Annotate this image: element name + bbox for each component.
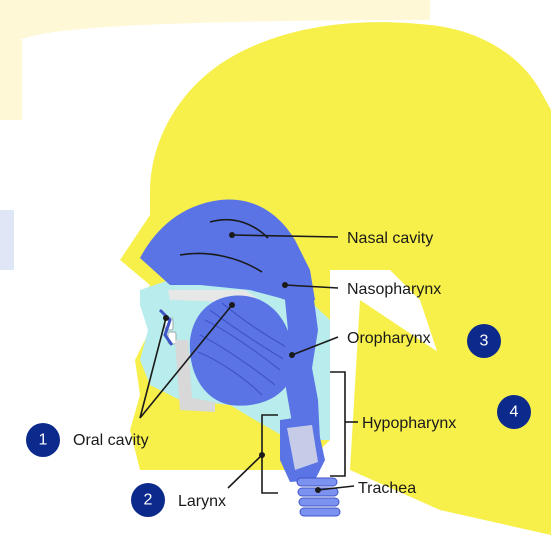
side-accent-bar (0, 210, 14, 270)
badge-4: 4 (497, 395, 531, 429)
label-hypopharynx: Hypopharynx (362, 415, 456, 432)
label-trachea: Trachea (358, 480, 416, 497)
label-nasopharynx: Nasopharynx (347, 281, 441, 298)
label-nasal-cavity: Nasal cavity (347, 230, 433, 247)
badge-3-number: 3 (480, 333, 489, 350)
badge-4-number: 4 (510, 404, 519, 421)
background-tint-left (0, 40, 22, 120)
badge-1: 1 (26, 423, 60, 457)
badge-3: 3 (467, 324, 501, 358)
badge-1-number: 1 (39, 432, 48, 449)
badge-2: 2 (131, 483, 165, 517)
label-oropharynx: Oropharynx (347, 330, 431, 347)
label-larynx: Larynx (178, 493, 226, 510)
label-oral-cavity: Oral cavity (73, 432, 149, 449)
badge-2-number: 2 (144, 492, 153, 509)
